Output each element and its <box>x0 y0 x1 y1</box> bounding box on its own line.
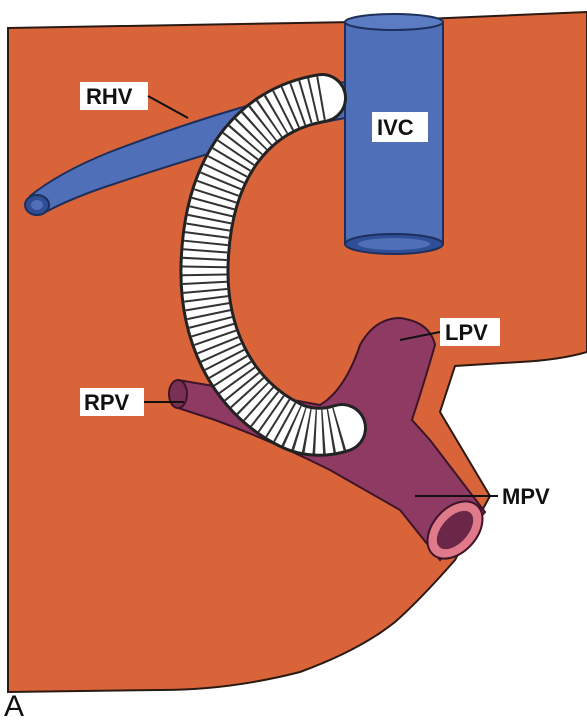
rhv-label: RHV <box>86 84 133 109</box>
lpv-label: LPV <box>445 320 488 345</box>
ivc-top <box>345 14 443 30</box>
panel-letter: A <box>4 690 24 720</box>
ivc-opening-inner <box>358 238 430 250</box>
rhv-opening-inner <box>31 200 43 210</box>
rpv-label: RPV <box>84 390 130 415</box>
mpv-label: MPV <box>502 484 550 509</box>
ivc-label: IVC <box>377 115 414 140</box>
rpv-end <box>169 380 187 408</box>
